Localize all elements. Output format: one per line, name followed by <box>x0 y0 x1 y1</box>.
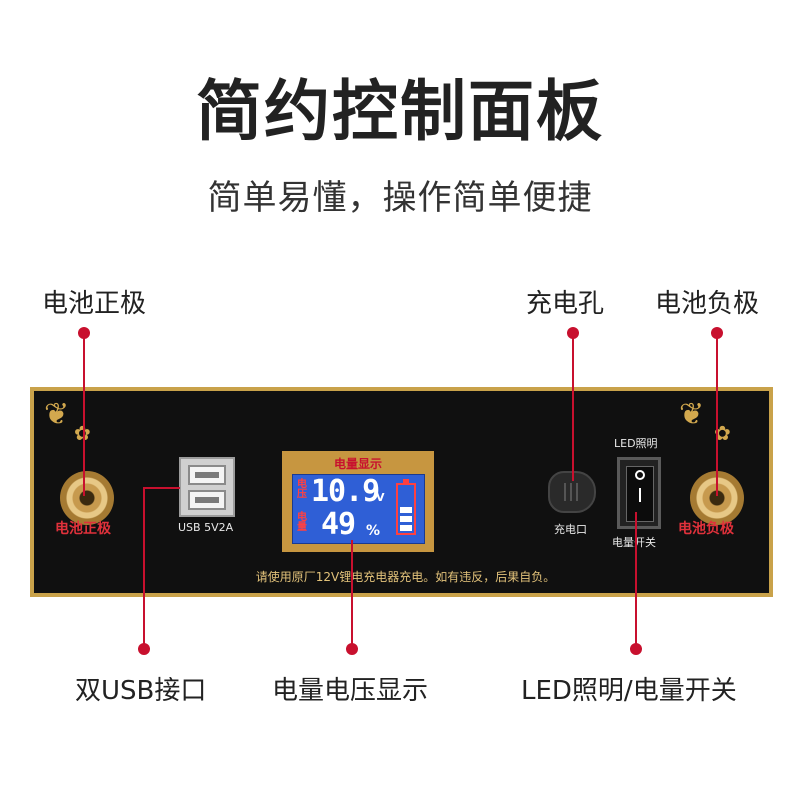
callout-usb: 双USB接口 <box>75 676 207 706</box>
rocker-switch-icon[interactable] <box>617 457 661 529</box>
battery-level-icon <box>396 479 416 535</box>
switch-label: 电量开关 <box>612 536 656 549</box>
voltage-unit: V <box>376 491 385 504</box>
callout-dot <box>138 643 150 655</box>
callout-line <box>351 540 353 644</box>
callout-line <box>716 333 718 496</box>
callout-line <box>143 487 180 489</box>
battery-meter: 电量显示 电压 10.9 V 电量 49 % <box>282 451 434 552</box>
flourish-ornament-icon: ✿ <box>74 421 91 445</box>
meter-title: 电量显示 <box>333 457 382 471</box>
positive-terminal[interactable] <box>60 471 114 525</box>
callout-line <box>83 333 85 496</box>
charge-unit: % <box>366 523 381 539</box>
callout-dot <box>346 643 358 655</box>
callout-line <box>572 333 574 481</box>
callout-meter: 电量电压显示 <box>272 676 429 706</box>
charge-tag: 电量 <box>297 512 307 533</box>
callout-dot <box>630 643 642 655</box>
page-title: 简约控制面板 <box>196 73 604 150</box>
callout-line <box>143 487 145 644</box>
led-label: LED照明 <box>614 437 658 450</box>
charge-port-label: 充电口 <box>554 523 587 536</box>
page-subtitle: 简单易懂，操作简单便捷 <box>207 178 593 218</box>
usb-label: USB 5V2A <box>178 521 234 534</box>
callout-charge-hole: 充电孔 <box>526 289 605 319</box>
flourish-ornament-icon: ✿ <box>714 421 731 445</box>
negative-terminal-label: 电池负极 <box>678 521 734 537</box>
usb-port[interactable] <box>188 465 226 485</box>
flourish-ornament-icon: ❦ <box>44 397 70 432</box>
positive-terminal-label: 电池正极 <box>55 521 111 537</box>
usb-port[interactable] <box>188 490 226 510</box>
control-panel: ❦ ✿ ❦ ✿ 电池正极 USB 5V2A 电量显示 电压 10.9 V 电量 … <box>30 387 773 597</box>
callout-switch: LED照明/电量开关 <box>521 676 737 706</box>
lcd-display: 电压 10.9 V 电量 49 % <box>292 474 425 544</box>
flourish-ornament-icon: ❦ <box>679 397 705 432</box>
voltage-tag: 电压 <box>297 479 307 500</box>
voltage-value: 10.9 <box>311 474 380 509</box>
warning-text: 请使用原厂12V锂电充电器充电。如有违反，后果自负。 <box>255 570 556 584</box>
charge-value: 49 <box>321 507 356 542</box>
callout-positive: 电池正极 <box>42 289 147 319</box>
callout-negative: 电池负极 <box>655 289 760 319</box>
usb-ports[interactable] <box>179 457 235 517</box>
callout-line <box>635 512 637 644</box>
